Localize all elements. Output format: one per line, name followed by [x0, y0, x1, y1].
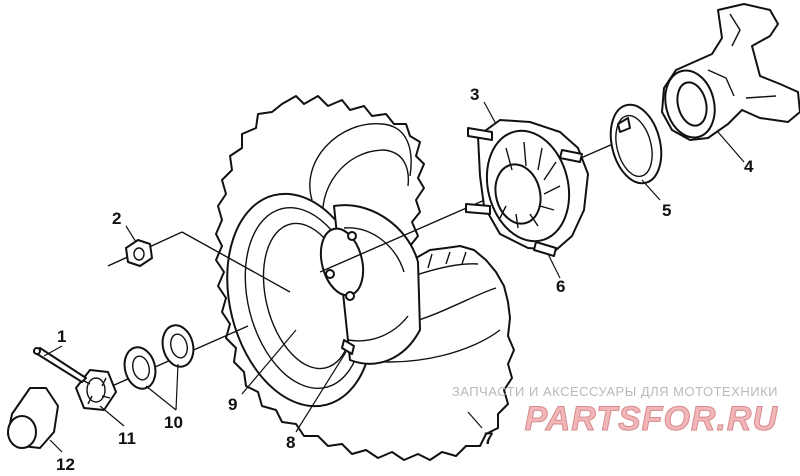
cotter-pin — [33, 347, 87, 383]
callout-1: 1 — [57, 327, 66, 346]
leader-lines — [43, 101, 745, 453]
callout-8: 8 — [286, 433, 295, 452]
washers — [123, 324, 195, 390]
dust-cap — [7, 387, 59, 449]
callout-6: 6 — [556, 277, 565, 296]
watermark-tagline: ЗАПЧАСТИ И АКСЕССУАРЫ ДЛЯ МОТОТЕХНИКИ — [452, 384, 778, 399]
callout-11: 11 — [118, 429, 136, 448]
callout-2: 2 — [112, 209, 121, 228]
wheel-rim — [226, 192, 421, 408]
seal-plate — [609, 103, 663, 185]
watermark-logo: PARTSFOR.RU — [525, 400, 779, 438]
steering-knuckle — [661, 3, 800, 141]
lug-nut — [125, 239, 153, 267]
callout-10: 10 — [164, 413, 183, 432]
callout-5: 5 — [662, 201, 671, 220]
callout-9: 9 — [228, 395, 237, 414]
callout-4: 4 — [744, 157, 754, 176]
castle-nut — [75, 369, 117, 411]
wheel-hub — [465, 119, 589, 257]
callout-12: 12 — [56, 455, 75, 474]
callout-7: 7 — [484, 429, 493, 448]
callout-3: 3 — [470, 85, 479, 104]
